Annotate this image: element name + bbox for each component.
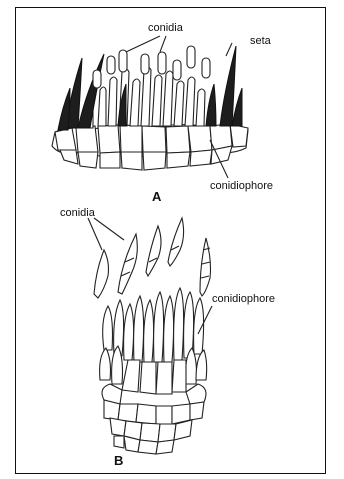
conidiophore-label-b: conidiophore — [212, 293, 275, 305]
panel-a: conidia seta conidiophore A — [52, 22, 273, 204]
conidia-label-a: conidia — [148, 22, 184, 34]
conidia-b — [94, 218, 211, 298]
seta-label: seta — [250, 35, 272, 47]
conidiophore-label-a: conidiophore — [210, 180, 273, 192]
conidia-label-b: conidia — [60, 207, 96, 219]
panel-b-letter: B — [114, 453, 123, 468]
host-tissue-cells-a — [52, 124, 248, 170]
conidiophores-b — [100, 288, 207, 404]
stroma-cells-b — [104, 400, 204, 454]
panel-b: conidia conidiophore B — [60, 207, 275, 468]
conidiophores-a — [84, 67, 205, 128]
panel-a-letter: A — [152, 189, 162, 204]
